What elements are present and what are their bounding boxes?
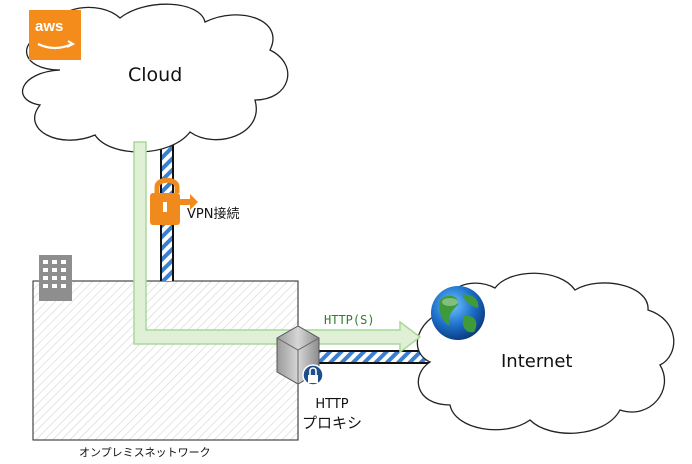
proxy-label-line2: プロキシ (302, 414, 363, 432)
proxy-internet-link (318, 350, 434, 364)
http-s-label: HTTP(S) (324, 313, 375, 327)
onprem-network-box (32, 280, 299, 441)
aws-logo-text: aws (35, 18, 64, 35)
http-flow-arrow (133, 141, 422, 354)
globe-icon (431, 286, 485, 340)
aws-logo-icon (29, 10, 81, 60)
proxy-label-line1: HTTP (315, 397, 349, 412)
cloud-shape (22, 3, 289, 153)
building-icon (39, 255, 72, 301)
cloud-label: Cloud (128, 64, 183, 86)
onprem-network-label: オンプレミスネットワーク (79, 446, 211, 459)
lock-icon (150, 177, 198, 225)
http-proxy-label: HTTP プロキシ (302, 395, 362, 433)
proxy-server-icon (276, 325, 324, 386)
internet-label: Internet (501, 351, 573, 372)
vpn-connection-label: VPN接続 (187, 207, 240, 222)
